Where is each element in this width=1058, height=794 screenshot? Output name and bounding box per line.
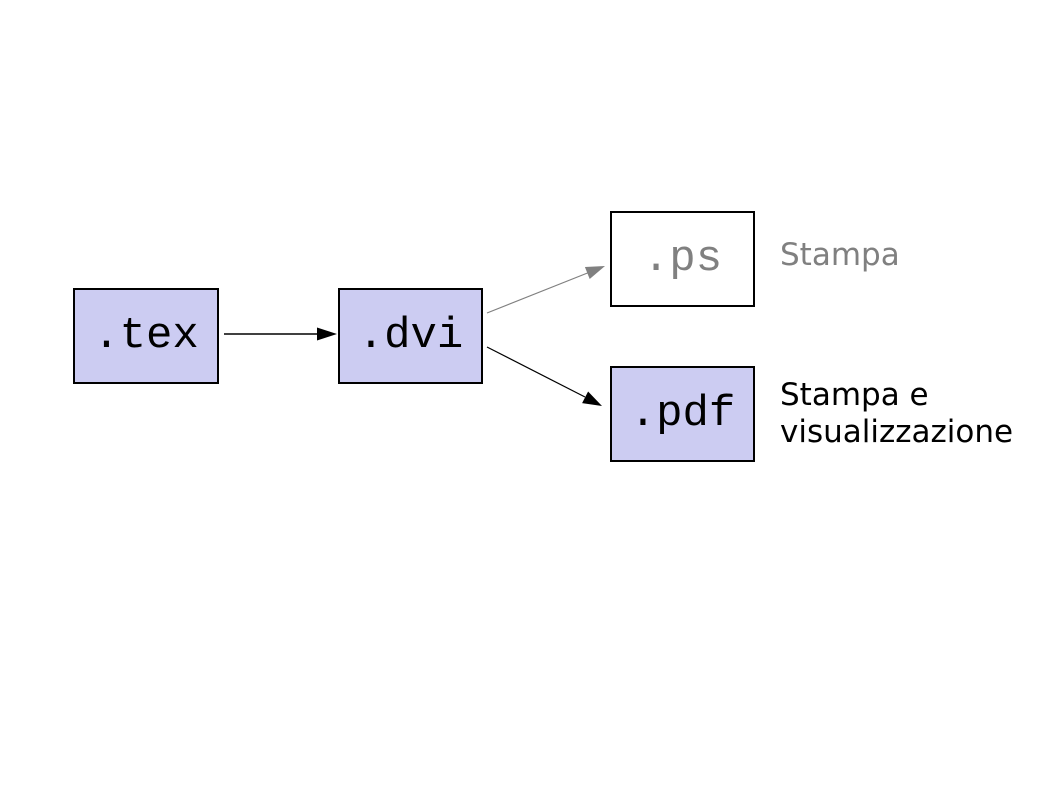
- node-ps: .ps: [610, 211, 755, 307]
- node-dvi-label: .dvi: [357, 311, 464, 361]
- arrowhead-tex-to-dvi: [317, 327, 337, 341]
- arrow-dvi-to-pdf-line: [486, 346, 586, 398]
- node-pdf: .pdf: [610, 366, 755, 462]
- node-tex-label: .tex: [93, 311, 199, 361]
- node-ps-label: .ps: [642, 234, 723, 284]
- annotation-ps: Stampa: [780, 237, 900, 273]
- arrowhead-dvi-to-ps: [584, 266, 605, 279]
- node-dvi: .dvi: [338, 288, 483, 384]
- arrowhead-dvi-to-pdf: [582, 391, 602, 406]
- annotation-pdf: Stampa e visualizzazione: [780, 377, 1014, 450]
- node-pdf-label: .pdf: [629, 389, 736, 439]
- node-tex: .tex: [73, 288, 219, 384]
- arrow-dvi-to-ps-line: [486, 271, 591, 314]
